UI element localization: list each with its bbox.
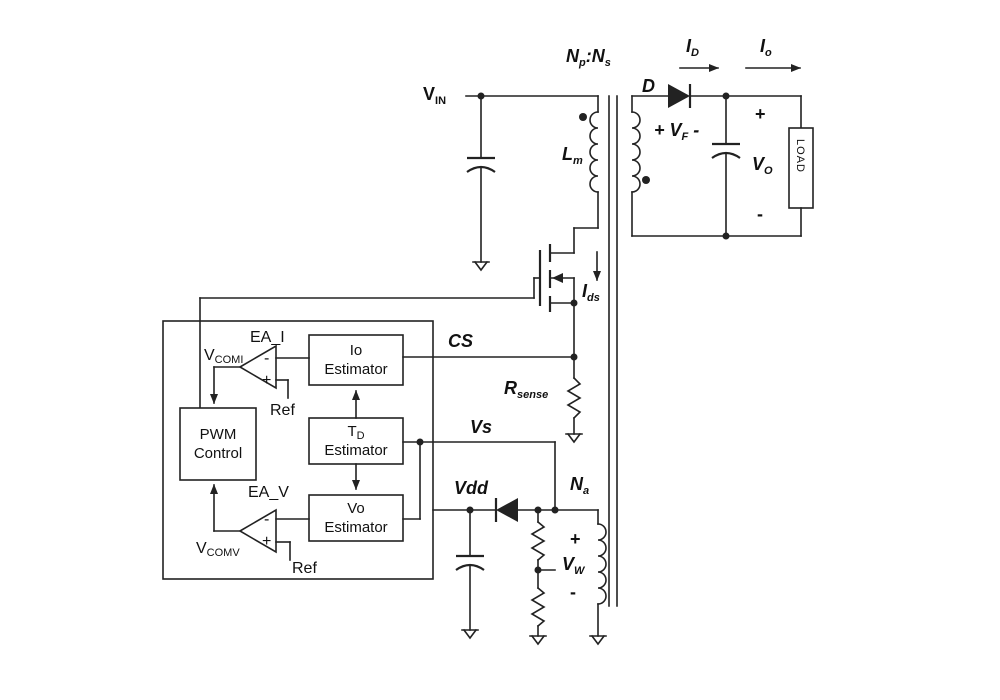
vo-label: VO (752, 154, 773, 177)
vs-label: Vs (470, 417, 492, 437)
pwm-control-block (179, 407, 257, 481)
ea-v-minus: - (264, 511, 269, 528)
ea-i-label: EA_I (250, 329, 285, 346)
vw-minus-label: - (570, 582, 576, 602)
vo-estimator-block (308, 494, 404, 542)
vw-plus-label: + (570, 529, 581, 549)
vf-label: + VF - (654, 120, 699, 143)
rsense (565, 353, 583, 444)
io-estimator-block (308, 334, 404, 386)
ea-i-minus: - (264, 350, 269, 367)
primary-winding (579, 95, 599, 229)
ea-i-opamp (210, 344, 310, 404)
ids-label: Ids (582, 281, 600, 304)
secondary-winding (631, 95, 650, 237)
id-label: ID (686, 36, 699, 59)
td-est-line1: TD (347, 423, 364, 442)
diode-label: D (642, 76, 655, 96)
na-label: Na (570, 474, 589, 497)
mosfet (199, 227, 601, 409)
vw-label: VW (562, 554, 586, 577)
vcomi-label: VCOMI (204, 347, 243, 366)
rsense-label: Rsense (504, 378, 548, 401)
ref-bottom-label: Ref (292, 560, 317, 577)
input-rail (465, 92, 599, 272)
io-est-line1: Io (350, 342, 363, 359)
ea-v-label: EA_V (248, 484, 289, 501)
ea-v-opamp (210, 484, 310, 561)
vo-est-line2: Estimator (324, 519, 387, 536)
aux-winding (589, 509, 607, 646)
pwm-line2: Control (194, 445, 242, 462)
vdd-label: Vdd (454, 478, 489, 498)
ea-v-plus: + (262, 533, 271, 550)
vdd-supply (432, 498, 599, 640)
io-est-line2: Estimator (324, 361, 387, 378)
ref-top-label: Ref (270, 402, 295, 419)
td-estimator-block (308, 417, 404, 465)
load-box (788, 127, 814, 209)
lm-label: Lm (562, 144, 583, 167)
transformer-core (608, 95, 618, 607)
controller-ic-box (162, 320, 434, 580)
io-label: Io (760, 36, 772, 59)
vo-plus-label: + (755, 104, 766, 124)
cs-label: CS (448, 331, 473, 351)
turns-ratio-label: Np:Ns (566, 46, 611, 69)
td-est-line2: Estimator (324, 442, 387, 459)
vo-minus-label: - (757, 204, 763, 224)
ea-i-plus: + (262, 372, 271, 389)
vdd-diode-icon (496, 498, 518, 522)
load-label: LOAD (794, 139, 806, 173)
output-diode-icon (668, 84, 690, 108)
vs-divider (529, 509, 556, 646)
vo-est-line1: Vo (347, 500, 365, 517)
pwm-line1: PWM (200, 426, 237, 443)
output-stage (631, 64, 814, 240)
vcomv-label: VCOMV (196, 540, 240, 559)
vin-label: VIN (423, 84, 446, 107)
